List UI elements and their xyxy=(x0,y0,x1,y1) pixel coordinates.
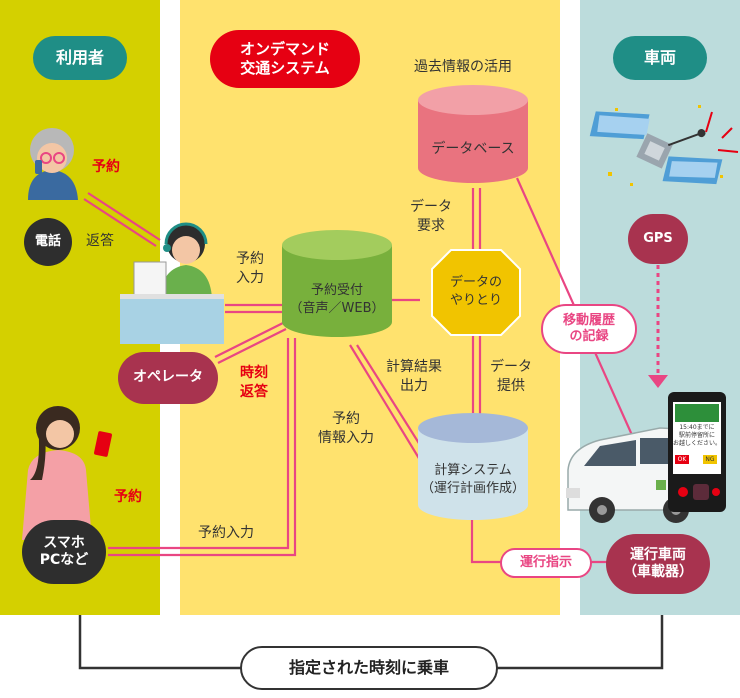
calculation-label: 計算システム （運行計画作成） xyxy=(420,463,525,496)
vehicle-device-icon xyxy=(668,392,726,512)
reserve-input-bottom-label: 予約入力 xyxy=(198,525,254,541)
reserve-input-label: 予約 入力 xyxy=(236,251,264,286)
movement-history-label: 移動履歴 の記録 xyxy=(541,304,637,354)
system-column-header: オンデマンド 交通システム xyxy=(210,30,360,88)
vehicle-device-badge-label: 運行車両 （車載器） xyxy=(623,546,693,581)
operator-badge: オペレータ xyxy=(118,352,218,404)
database-label: データベース xyxy=(431,141,515,157)
device-ok-button: OK xyxy=(677,456,687,463)
gps-arrow-head xyxy=(648,375,668,388)
system-column-title: オンデマンド 交通システム xyxy=(239,40,330,77)
elderly-user-icon xyxy=(28,128,78,200)
smartphone-badge-label: スマホ PCなど xyxy=(39,534,89,569)
satellite-icon xyxy=(589,111,723,185)
calculation-cylinder xyxy=(418,413,528,520)
connection-lines xyxy=(83,177,672,557)
reserve-phone-label: 予約 xyxy=(92,159,120,175)
reply-label: 返答 xyxy=(86,233,114,249)
gps-badge: GPS xyxy=(628,214,688,264)
operator-icon xyxy=(120,222,224,344)
device-screen-line1: 15:40までに xyxy=(679,424,715,431)
data-exchange-octagon xyxy=(431,249,521,336)
time-reply-label: 時刻 返答 xyxy=(240,365,268,400)
phone-badge: 電話 xyxy=(24,218,72,266)
data-request-label: データ 要求 xyxy=(410,199,452,234)
past-info-label: 過去情報の活用 xyxy=(414,59,512,75)
boarding-label: 指定された時刻に乗車 xyxy=(240,646,498,690)
sparkle-marks xyxy=(608,105,723,186)
vehicle-column-title: 車両 xyxy=(643,48,676,67)
reservation-cylinder xyxy=(282,230,392,337)
operation-instruction-label: 運行指示 xyxy=(500,548,592,578)
vehicle-device-badge: 運行車両 （車載器） xyxy=(606,534,710,594)
operation-instruction-text: 運行指示 xyxy=(519,554,572,570)
signal-marks xyxy=(705,111,739,153)
octagon-label: データの やりとり xyxy=(449,275,502,308)
device-screen-line3: お越しください。 xyxy=(673,439,722,447)
reserve-smartphone-label: 予約 xyxy=(114,489,142,505)
smartphone-user-icon xyxy=(22,406,112,540)
movement-history-text: 移動履歴 の記録 xyxy=(562,312,615,344)
calc-output-label: 計算結果 出力 xyxy=(386,359,442,394)
reserve-info-input-label: 予約 情報入力 xyxy=(318,411,374,446)
smartphone-badge: スマホ PCなど xyxy=(22,520,106,584)
users-column-title: 利用者 xyxy=(55,48,104,67)
device-screen-line2: 駅前停留所に xyxy=(678,431,715,439)
data-provide-label: データ 提供 xyxy=(490,359,532,394)
reservation-label: 予約受付 （音声／WEB） xyxy=(289,283,385,316)
boarding-text: 指定された時刻に乗車 xyxy=(288,658,449,677)
phone-badge-label: 電話 xyxy=(34,233,61,249)
operator-badge-label: オペレータ xyxy=(133,369,203,386)
vehicle-column-header: 車両 xyxy=(613,36,707,80)
device-ng-button: NG xyxy=(705,456,715,463)
users-column-header: 利用者 xyxy=(33,36,127,80)
gps-badge-label: GPS xyxy=(643,230,673,246)
device-screen: 15:40までに 駅前停留所に お越しください。 xyxy=(673,424,721,447)
database-cylinder xyxy=(418,85,528,183)
